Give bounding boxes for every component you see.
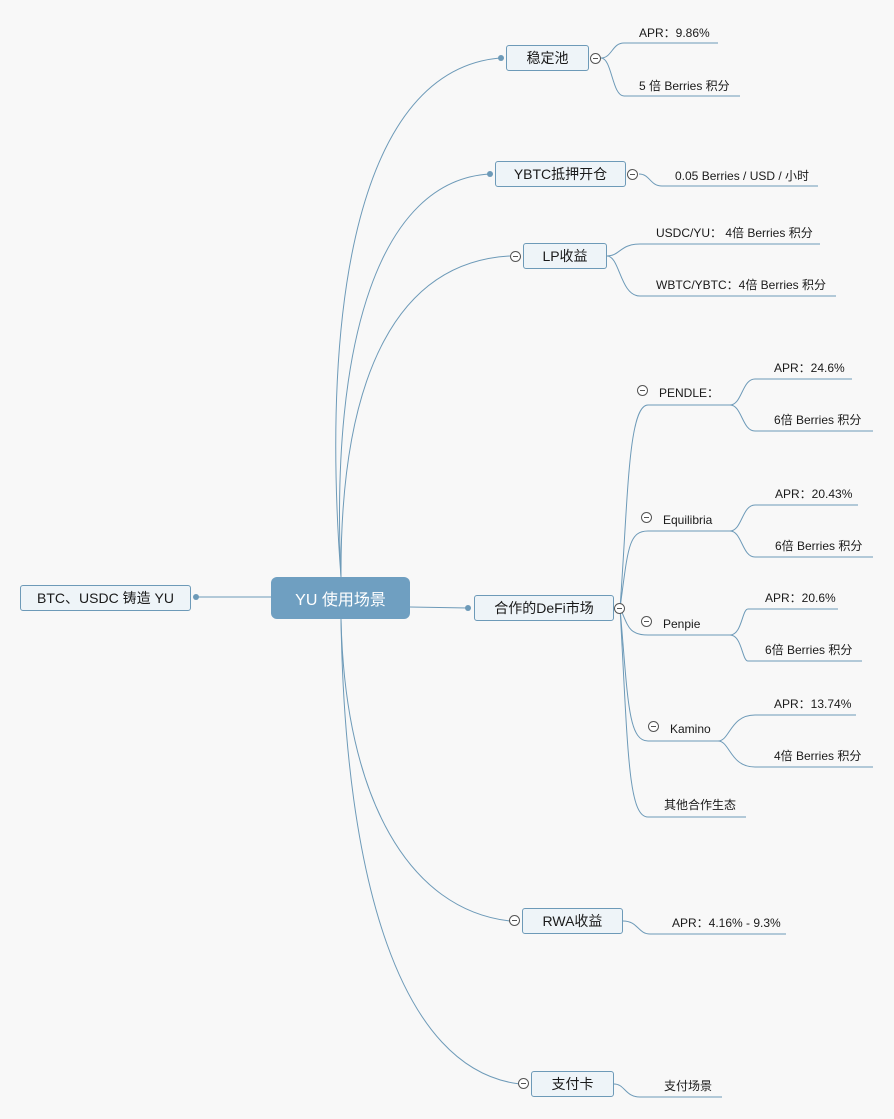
sub-pendle[interactable]: PENDLE： xyxy=(659,386,720,400)
leaf-kamino-berries: 4倍 Berries 积分 xyxy=(774,749,862,763)
collapse-dot[interactable] xyxy=(498,55,504,61)
leaf-ybtc-rate: 0.05 Berries / USD / 小时 xyxy=(675,169,810,183)
sub-kamino[interactable]: Kamino xyxy=(670,722,711,736)
link-defi-equilibria xyxy=(619,530,730,609)
sub-equilibria[interactable]: Equilibria xyxy=(663,513,713,527)
collapse-dot[interactable] xyxy=(487,171,493,177)
link-defi-kamino xyxy=(619,607,718,742)
collapse-dot[interactable] xyxy=(465,605,471,611)
collapse-toggle-icon[interactable] xyxy=(641,616,652,627)
link-equi-2 xyxy=(729,530,873,558)
leaf-lp-wbtc: WBTC/YBTC：4倍 Berries 积分 xyxy=(656,278,827,292)
link-pendle-2 xyxy=(729,404,873,432)
collapse-toggle-icon[interactable] xyxy=(637,385,648,396)
link-card-1 xyxy=(613,1083,722,1098)
link-root-lp xyxy=(340,255,511,578)
branch-defi[interactable]: 合作的DeFi市场 xyxy=(474,595,614,621)
link-kamino-1 xyxy=(717,714,856,742)
collapse-toggle-icon[interactable] xyxy=(627,169,638,180)
leaf-card-scene: 支付场景 xyxy=(664,1079,713,1093)
link-stable-1 xyxy=(600,42,718,59)
link-root-stable xyxy=(335,57,501,578)
collapse-toggle-icon[interactable] xyxy=(518,1078,529,1089)
leaf-kamino-apr: APR：13.74% xyxy=(774,697,852,711)
link-penpie-2 xyxy=(729,634,862,662)
leaf-pendle-berries: 6倍 Berries 积分 xyxy=(774,413,862,427)
link-lp-1 xyxy=(606,243,820,257)
leaf-stable-apr: APR：9.86% xyxy=(639,26,710,40)
link-penpie-1 xyxy=(729,608,838,636)
collapse-toggle-icon[interactable] xyxy=(590,53,601,64)
sub-other-ecosystem[interactable]: 其他合作生态 xyxy=(664,798,737,812)
link-rwa-1 xyxy=(622,920,786,935)
collapse-toggle-icon[interactable] xyxy=(648,721,659,732)
link-stable-2 xyxy=(600,57,740,97)
leaf-penpie-berries: 6倍 Berries 积分 xyxy=(765,643,853,657)
leaf-rwa-apr: APR：4.16% - 9.3% xyxy=(672,916,781,930)
root-node[interactable]: YU 使用场景 xyxy=(271,577,410,619)
collapse-toggle-icon[interactable] xyxy=(641,512,652,523)
left-node[interactable]: BTC、USDC 铸造 YU xyxy=(20,585,191,611)
branch-card[interactable]: 支付卡 xyxy=(531,1071,614,1097)
link-ybtc-1 xyxy=(638,173,818,187)
sub-penpie[interactable]: Penpie xyxy=(663,617,701,631)
leaf-equilibria-apr: APR：20.43% xyxy=(775,487,853,501)
link-kamino-2 xyxy=(717,740,873,768)
branch-stable-pool[interactable]: 稳定池 xyxy=(506,45,589,71)
leaf-equilibria-berries: 6倍 Berries 积分 xyxy=(775,539,863,553)
collapse-toggle-icon[interactable] xyxy=(614,603,625,614)
branch-lp[interactable]: LP收益 xyxy=(523,243,607,269)
leaf-pendle-apr: APR：24.6% xyxy=(774,361,845,375)
link-defi-other xyxy=(619,607,746,818)
collapse-toggle-icon[interactable] xyxy=(510,251,521,262)
link-pendle-1 xyxy=(729,378,852,406)
link-defi-pendle xyxy=(619,404,730,609)
link-root-card xyxy=(340,618,521,1085)
link-root-rwa xyxy=(340,618,511,922)
link-root-ybtc xyxy=(339,173,491,578)
collapse-toggle-icon[interactable] xyxy=(509,915,520,926)
branch-ybtc[interactable]: YBTC抵押开仓 xyxy=(495,161,626,187)
collapse-dot[interactable] xyxy=(193,594,199,600)
link-lp-2 xyxy=(606,255,836,297)
branch-rwa[interactable]: RWA收益 xyxy=(522,908,623,934)
leaf-stable-berries: 5 倍 Berries 积分 xyxy=(639,79,730,93)
link-root-defi xyxy=(409,606,469,609)
link-equi-1 xyxy=(729,504,858,532)
leaf-penpie-apr: APR：20.6% xyxy=(765,591,836,605)
leaf-lp-usdc: USDC/YU： 4倍 Berries 积分 xyxy=(656,226,813,240)
